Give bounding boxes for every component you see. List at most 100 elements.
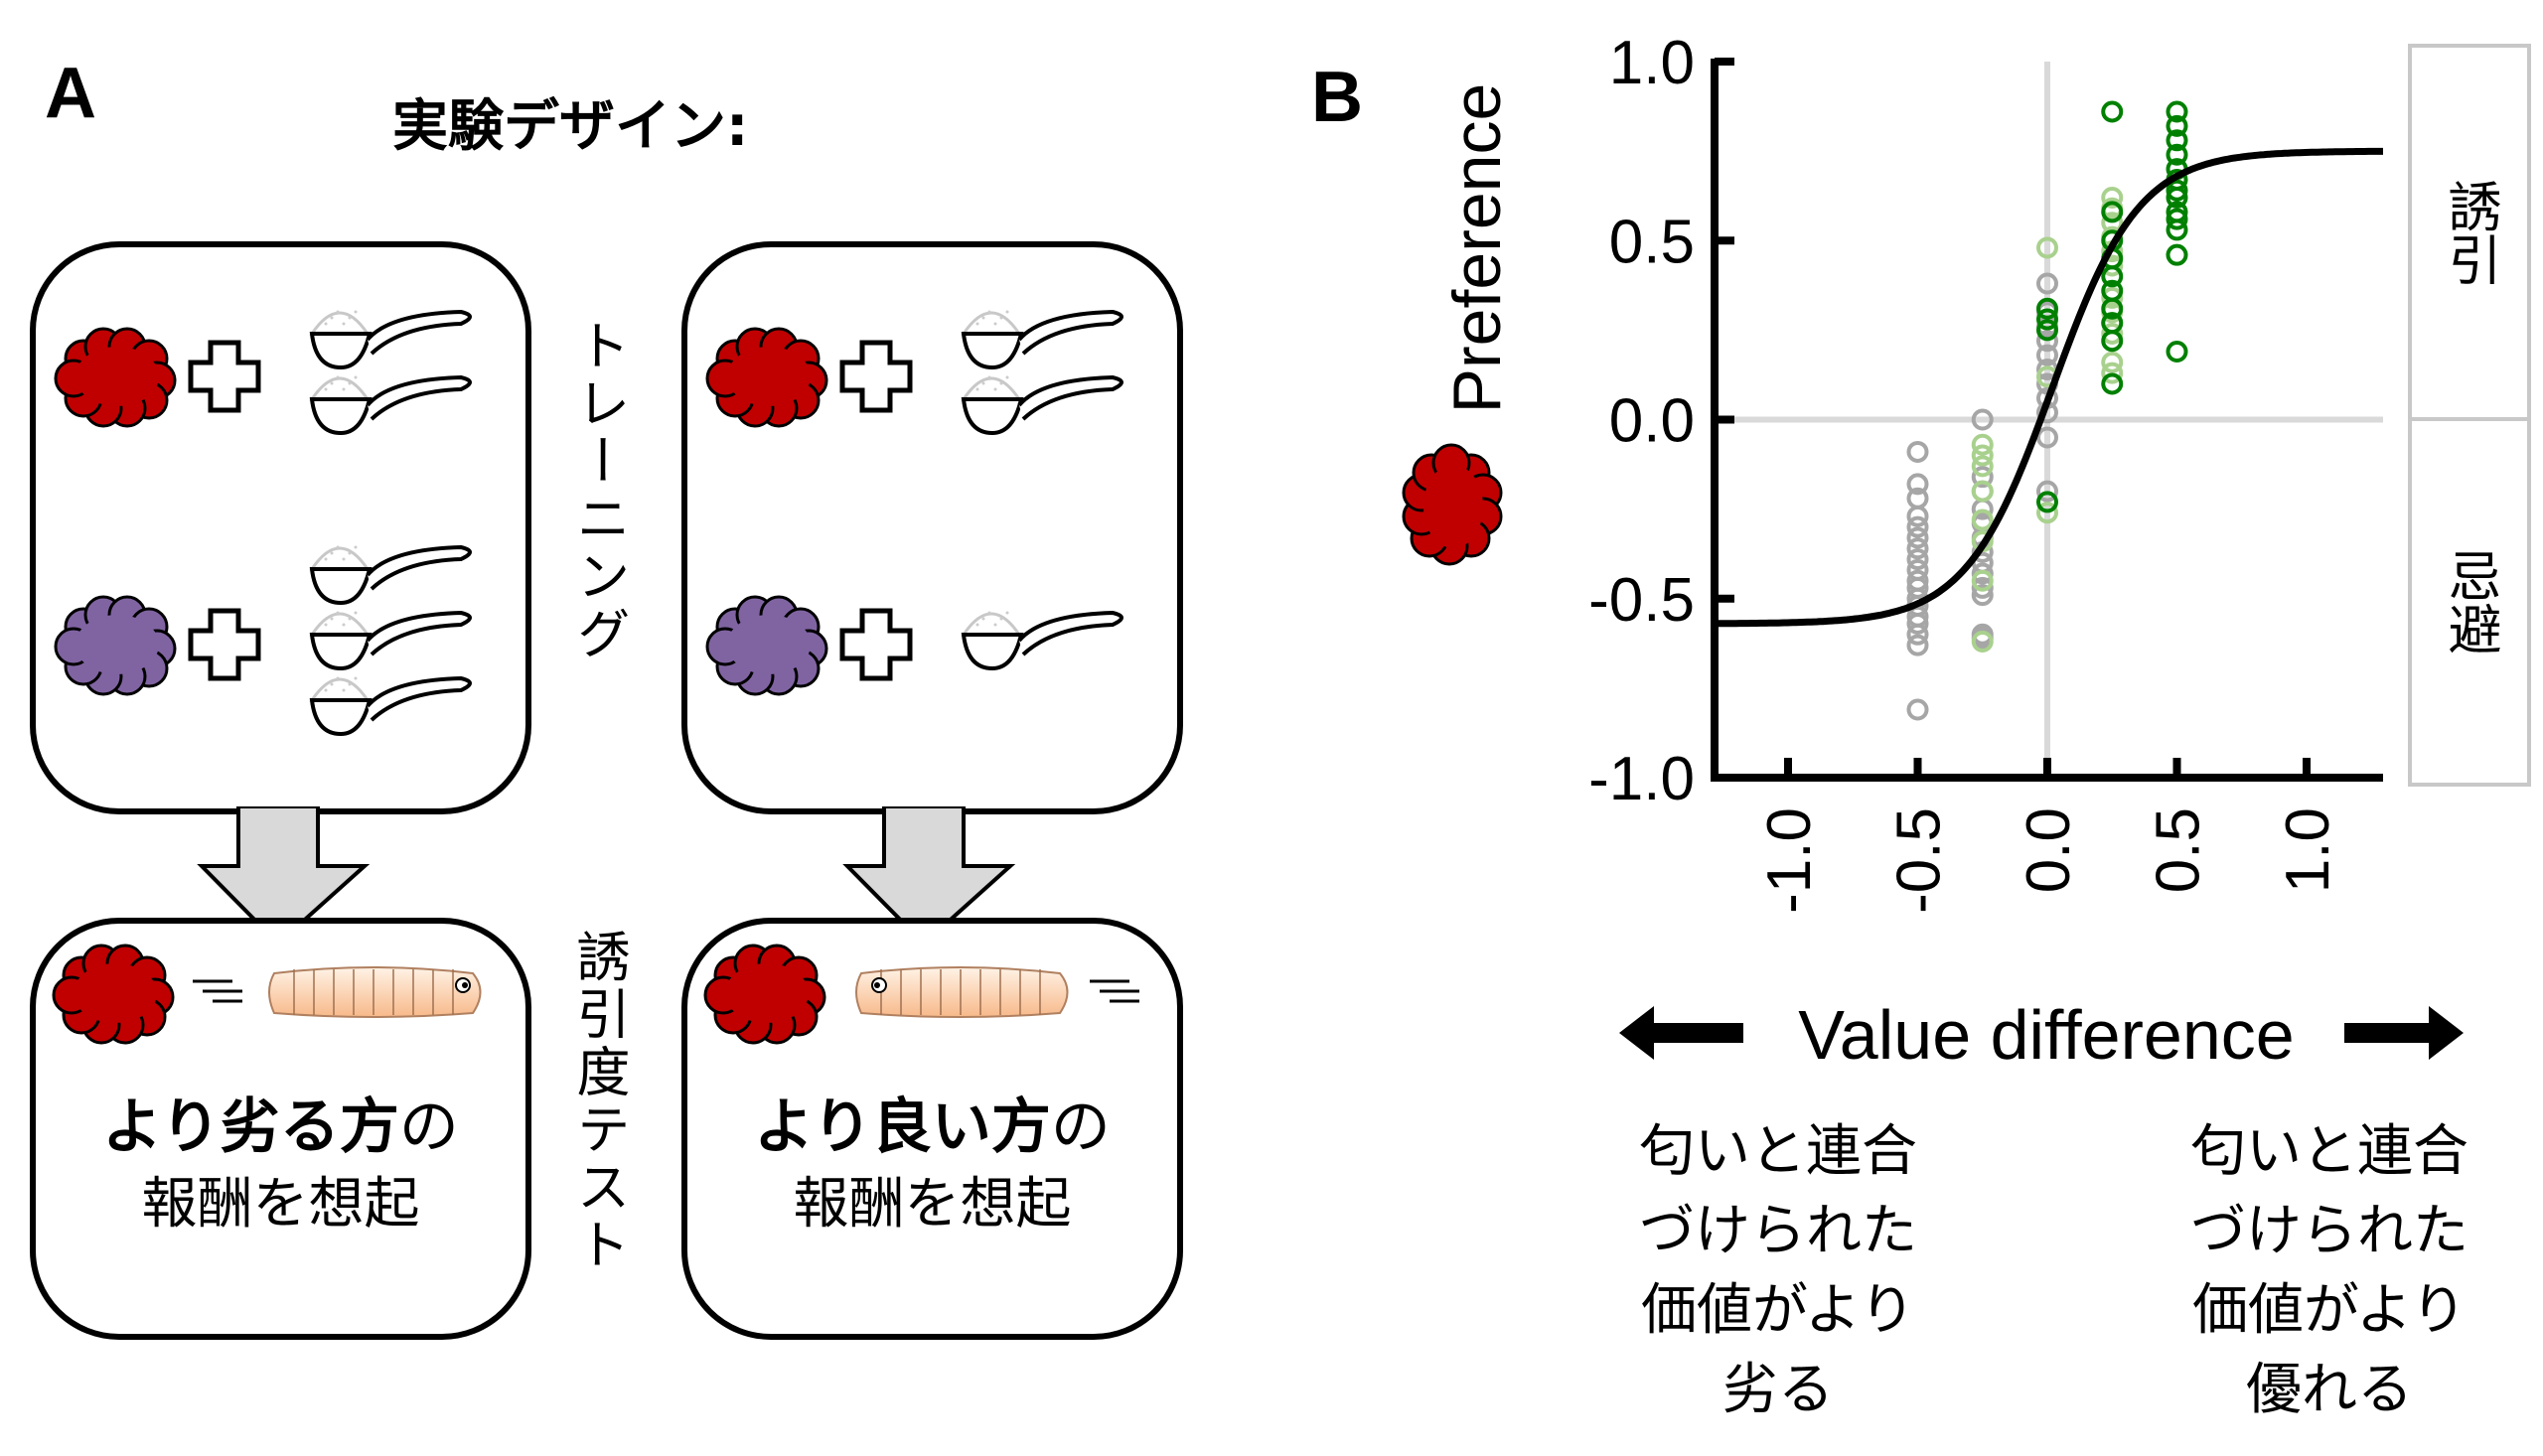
data-point-light-green: [1971, 444, 1994, 467]
data-point-dark-green: [2166, 114, 2188, 137]
right-arrow-icon: [2344, 1006, 2464, 1060]
data-point-dark-green: [2166, 218, 2188, 241]
training-box-right: [681, 241, 1183, 814]
note-better-value: 匂いと連合 づけられた 価値がより 優れる: [2190, 1119, 2468, 1422]
note-worse-value: 匂いと連合 づけられた 価値がより 劣る: [1639, 1119, 1917, 1422]
data-point-light-green: [1971, 509, 1994, 531]
data-point-gray: [1906, 515, 1929, 538]
red-odor-cloud: [52, 944, 175, 1045]
data-point-dark-green: [2166, 243, 2188, 266]
red-odor-cloud: [703, 944, 826, 1045]
attraction-box: 誘引: [2408, 44, 2531, 421]
data-point-gray: [1971, 562, 1994, 585]
data-point-dark-green: [2036, 491, 2058, 513]
plus-icon: [188, 340, 261, 413]
data-point-dark-green: [2166, 143, 2188, 166]
y-tick-label: -0.5: [1588, 566, 1695, 635]
red-odor-cloud: [705, 327, 828, 428]
purple-odor-cloud: [54, 595, 177, 696]
y-tick-label: 0.0: [1609, 387, 1695, 456]
sugar-spoon-icon: [961, 374, 1123, 436]
plus-icon: [839, 608, 913, 681]
data-point-light-green: [2101, 286, 2124, 309]
data-point-gray: [1971, 584, 1994, 607]
x-tick-label: 0.5: [2145, 807, 2213, 893]
data-point-gray: [2036, 426, 2058, 449]
data-point-gray: [2036, 330, 2058, 353]
data-point-dark-green: [2166, 186, 2188, 209]
x-tick-label: -0.5: [1885, 807, 1954, 914]
data-point-gray: [1906, 548, 1929, 571]
data-point-gray: [2036, 344, 2058, 366]
data-point-light-green: [2101, 351, 2124, 373]
test-left-line1: より劣る方の: [36, 1097, 525, 1157]
data-point-gray: [2036, 272, 2058, 295]
data-point-light-green: [2101, 186, 2124, 209]
data-point-light-green: [1971, 631, 1994, 654]
sugar-spoon-icon: [961, 610, 1123, 671]
sugar-spoon-icon: [309, 610, 472, 671]
test-left-emphasis: より劣る方: [102, 1092, 399, 1162]
data-point-gray: [1906, 473, 1929, 496]
red-odor-cloud: [54, 327, 177, 428]
data-point-dark-green: [2101, 201, 2124, 223]
sugar-spoon-icon: [309, 675, 472, 737]
test-left-line2: 報酬を想起: [141, 1172, 420, 1237]
sugar-spoon-icon: [309, 544, 472, 606]
test-label: 誘引度テスト: [567, 929, 630, 1274]
data-point-light-green: [1971, 433, 1994, 456]
data-point-gray: [1906, 623, 1929, 646]
motion-lines-icon: [193, 979, 242, 1003]
data-point-dark-green: [2166, 100, 2188, 123]
test-left-suffix: の: [398, 1092, 459, 1162]
larva-icon: [268, 966, 482, 1018]
data-point-dark-green: [2101, 330, 2124, 353]
data-point-gray: [1906, 537, 1929, 560]
data-point-gray: [2036, 480, 2058, 503]
experiment-design-title: 実験デザイン:: [392, 94, 749, 159]
test-right-emphasis: より良い方: [754, 1092, 1051, 1162]
larva-icon: [855, 966, 1069, 1018]
attraction-label: 誘引: [2439, 179, 2501, 286]
panel-a-label: A: [45, 54, 96, 133]
data-point-gray: [1906, 505, 1929, 527]
test-left-illustration: [52, 944, 482, 1045]
data-point-dark-green: [2101, 265, 2124, 288]
data-point-gray: [1906, 698, 1929, 721]
test-right-illustration: [703, 944, 1139, 1045]
data-point-dark-green: [2036, 308, 2058, 331]
sugar-spoon-icon: [961, 309, 1123, 370]
left-arrow-icon: [1619, 1006, 1743, 1060]
y-axis-label: Preference: [1439, 83, 1515, 414]
test-right-line2: 報酬を想起: [793, 1172, 1072, 1237]
data-point-light-green: [2101, 322, 2124, 345]
data-point-gray: [1971, 576, 1994, 599]
test-box-left: より劣る方の 報酬を想起: [30, 918, 531, 1340]
data-point-dark-green: [2036, 297, 2058, 320]
plus-icon: [839, 340, 913, 413]
red-odor-icon: [1402, 443, 1503, 566]
purple-odor-cloud: [705, 595, 828, 696]
data-point-dark-green: [2166, 208, 2188, 230]
avoidance-label: 忌避: [2439, 548, 2501, 655]
y-tick-label: 1.0: [1609, 29, 1695, 97]
y-tick-label: 0.5: [1609, 208, 1695, 276]
data-point-gray: [1906, 526, 1929, 549]
avoidance-box: 忌避: [2408, 417, 2531, 787]
plus-icon: [188, 608, 261, 681]
sugar-spoon-icon: [309, 374, 472, 436]
data-point-dark-green: [2101, 100, 2124, 123]
data-point-light-green: [1971, 569, 1994, 592]
x-tick-label: -1.0: [1755, 807, 1824, 914]
training-left-illustration: [54, 309, 472, 737]
down-arrow-left: [197, 806, 371, 946]
x-tick-label: 0.0: [2015, 807, 2083, 893]
test-right-line1: より良い方の: [687, 1097, 1177, 1157]
data-point-dark-green: [2166, 129, 2188, 152]
data-point-gray: [1971, 466, 1994, 489]
logistic-fit-curve: [1719, 147, 2383, 628]
data-point-dark-green: [2036, 319, 2058, 342]
data-point-gray: [1971, 408, 1994, 431]
data-point-light-green: [2101, 362, 2124, 384]
